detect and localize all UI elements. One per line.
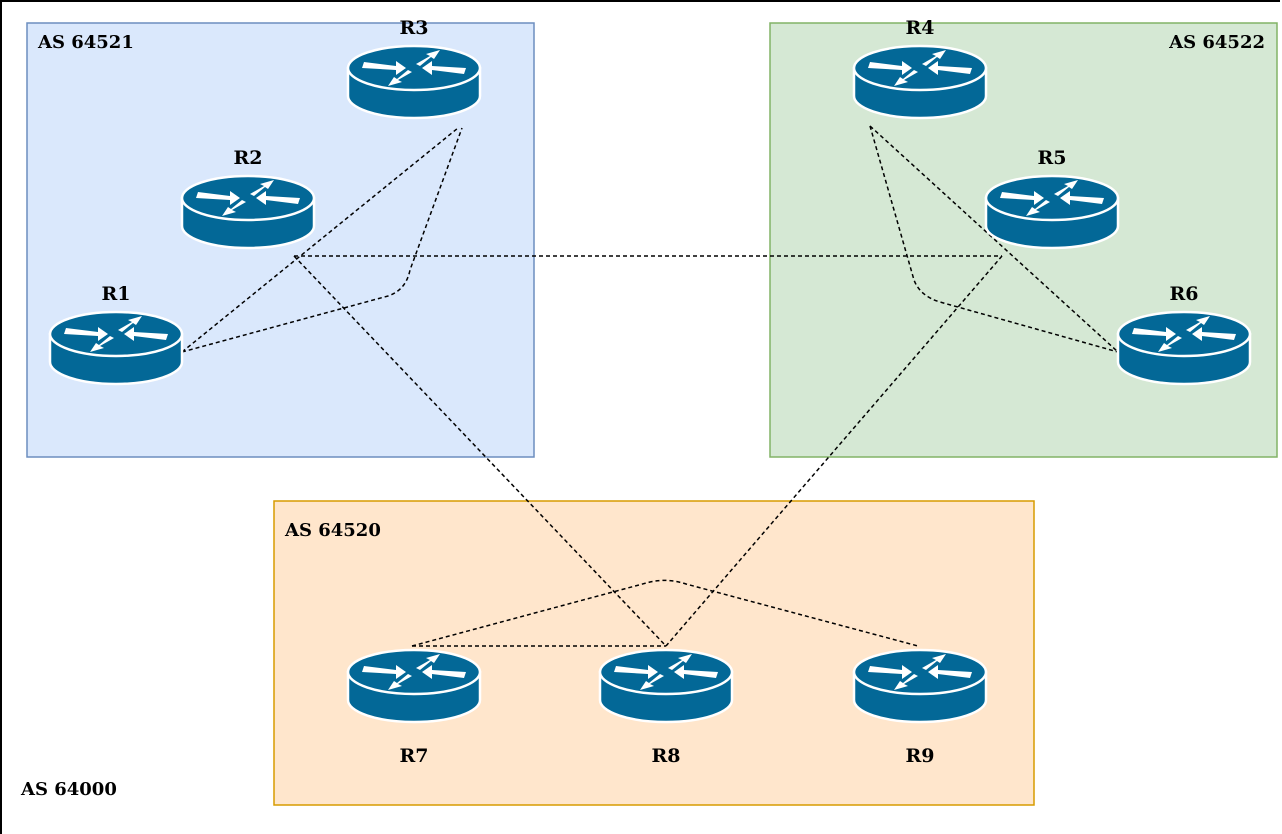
as-64521-label: AS 64521 — [37, 32, 134, 53]
router-r8-label: R8 — [651, 745, 680, 767]
router-r4-label: R4 — [905, 17, 934, 39]
router-r9-label: R9 — [905, 745, 934, 767]
router-r5[interactable]: R5 — [984, 147, 1120, 250]
router-r5-icon — [984, 174, 1120, 250]
router-r7[interactable]: R7 — [346, 648, 482, 767]
link-r1-r3-b — [181, 127, 463, 353]
router-r1-icon — [48, 310, 184, 386]
link-r4-r6-b — [869, 125, 1119, 353]
as-64522-label: AS 64522 — [1168, 32, 1265, 53]
router-r1[interactable]: R1 — [48, 283, 184, 386]
router-r6-icon — [1116, 310, 1252, 386]
router-r6-label: R6 — [1169, 283, 1198, 305]
router-r4[interactable]: R4 — [852, 17, 988, 120]
router-r7-label: R7 — [399, 745, 428, 767]
link-r5-r8 — [665, 255, 1003, 647]
link-r2-r8 — [293, 255, 667, 647]
as-64000-label: AS 64000 — [20, 779, 117, 800]
router-r8[interactable]: R8 — [598, 648, 734, 767]
router-r7-icon — [346, 648, 482, 724]
router-r2-icon — [180, 174, 316, 250]
as-64520-label: AS 64520 — [284, 520, 381, 541]
router-r3-label: R3 — [399, 17, 428, 39]
router-r3[interactable]: R3 — [346, 17, 482, 120]
router-r8-icon — [598, 648, 734, 724]
router-r9[interactable]: R9 — [852, 648, 988, 767]
router-r2-label: R2 — [233, 147, 262, 169]
router-r4-icon — [852, 44, 988, 120]
router-r3-icon — [346, 44, 482, 120]
link-r1-r3-a — [181, 127, 459, 353]
router-r6[interactable]: R6 — [1116, 283, 1252, 386]
links — [181, 125, 1119, 647]
router-r9-icon — [852, 648, 988, 724]
router-r1-label: R1 — [101, 283, 130, 305]
router-r2[interactable]: R2 — [180, 147, 316, 250]
link-r7-r9 — [411, 579, 919, 647]
router-r5-label: R5 — [1037, 147, 1066, 169]
